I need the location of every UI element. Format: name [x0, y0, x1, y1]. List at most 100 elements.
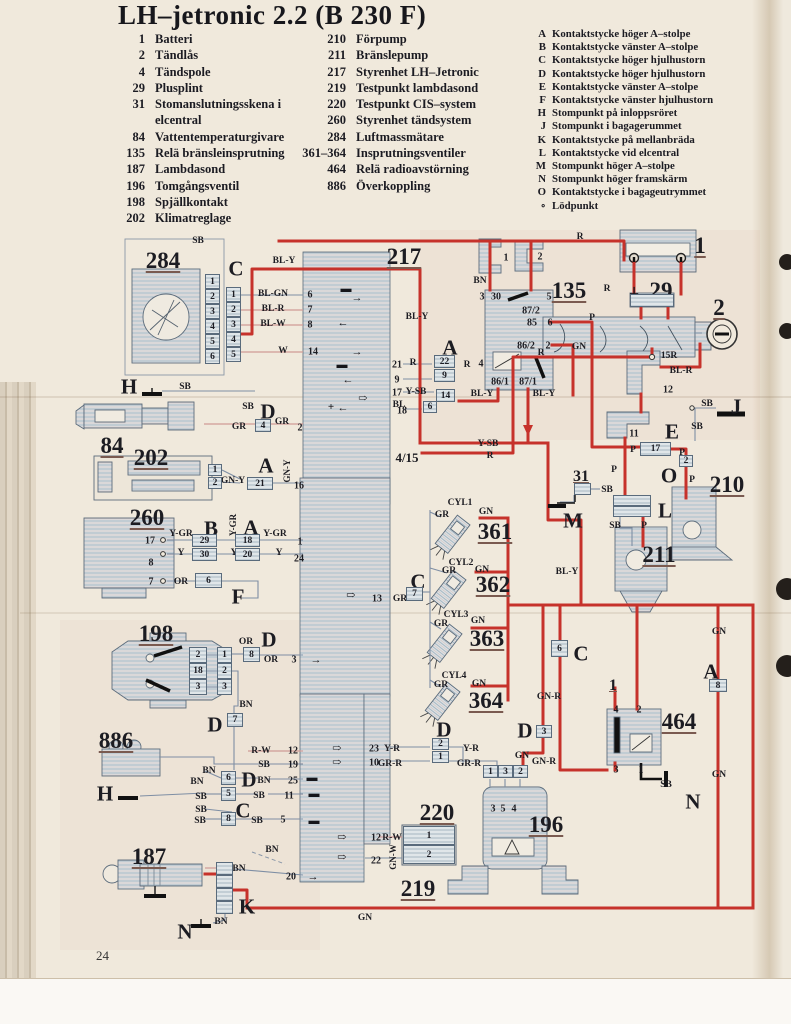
- diagram-label: BL-R: [669, 366, 693, 376]
- diagram-label: BN: [214, 917, 228, 927]
- diagram-label: R: [463, 360, 471, 370]
- pin-box: 3: [217, 679, 232, 695]
- diagram-label: D: [241, 767, 257, 792]
- diagram-label: GR: [433, 619, 449, 629]
- diagram-label: SB: [660, 780, 672, 790]
- legend-item: 31 Stomanslutningsskena i elcentral: [103, 96, 303, 129]
- legend-item-label: Kontaktstycke höger hjulhustorn: [552, 67, 706, 80]
- diagram-label: BL-GN: [257, 289, 289, 299]
- diagram-label: 18: [397, 405, 407, 417]
- diagram-label: 364: [468, 688, 504, 713]
- legend-item-number: 202: [126, 211, 145, 226]
- diagram-label: →: [310, 654, 322, 666]
- legend-item-number: 217: [327, 64, 346, 79]
- diagram-label: SB: [609, 521, 621, 531]
- diagram-label: SB: [253, 791, 265, 801]
- fuel-pump-211: [614, 526, 668, 613]
- legend-item-label: Kontaktstycke på mellanbräda: [552, 133, 695, 146]
- diagram-label: R: [603, 284, 611, 294]
- legend-item-number: 196: [126, 178, 145, 193]
- page-number: 24: [96, 948, 109, 963]
- diagram-label: 3: [291, 654, 297, 666]
- diagram-label: 5: [280, 814, 286, 826]
- diagram-label: 87/1: [519, 376, 537, 388]
- legend-item-number: L: [538, 146, 546, 159]
- diagram-label: 1: [638, 764, 644, 776]
- legend-item-label: Tändlås: [155, 48, 199, 63]
- pin-box: 2: [205, 289, 220, 304]
- diagram-label: ←: [337, 317, 349, 329]
- diagram-label: H: [120, 374, 138, 399]
- legend-item-label: Styrenhet tändsystem: [356, 113, 472, 128]
- legend-item-label: Överkoppling: [356, 178, 431, 193]
- diagram-label: D: [517, 718, 533, 743]
- diagram-label: F: [231, 584, 245, 609]
- legend-item-number: 886: [327, 178, 346, 193]
- diagram-label: SB: [194, 816, 206, 826]
- legend-item-label: Stomanslutningsskena i elcentral: [155, 97, 282, 128]
- diagram-label: GN: [471, 679, 487, 689]
- red-arrowhead: [523, 425, 533, 436]
- diagram-label: 13: [372, 593, 382, 605]
- solder-points: [160, 353, 695, 584]
- pin-box: 29: [192, 534, 217, 547]
- pin-box: 5: [205, 334, 220, 349]
- diagram-label: GR: [433, 680, 449, 690]
- diagram-label: Y: [177, 548, 185, 558]
- ground-symbols: [118, 257, 745, 928]
- diagram-label: ⇨: [337, 851, 347, 864]
- legend-item-label: Kontaktstycke vänster A–stolpe: [552, 41, 699, 54]
- diagram-label: +: [327, 401, 335, 413]
- legend-item-label: Stompunkt höger A–stolpe: [552, 160, 675, 173]
- diagram-label: 5: [500, 803, 506, 815]
- diagram-label: 17: [145, 535, 155, 547]
- legend-item-number: 31: [132, 97, 146, 112]
- legend-item-label: Insprutningsventiler: [356, 146, 466, 161]
- signal-wire-dashed: [251, 851, 286, 865]
- legend-item-label: Relä bränsleinsprutning: [155, 146, 285, 161]
- legend-item-number: 464: [327, 162, 346, 177]
- diagram-label: 363: [469, 626, 505, 651]
- diagram-label: 15R: [660, 351, 678, 361]
- pin-box: 2: [679, 455, 693, 467]
- diagram-label: GN: [474, 565, 490, 575]
- diagram-label: OR: [238, 637, 254, 647]
- legend-item-number: F: [539, 94, 546, 107]
- pin-box: 8: [243, 647, 260, 662]
- diagram-label: CYL2: [448, 558, 474, 568]
- pin-box: 2: [403, 845, 455, 864]
- diagram-label: C: [235, 798, 251, 823]
- diagram-label: 284: [145, 248, 181, 273]
- legend-item: 886 Överkoppling: [296, 178, 526, 194]
- diagram-label: BN: [473, 276, 487, 286]
- legend-item-number: 219: [327, 80, 346, 95]
- test-point-220: [401, 824, 457, 866]
- pin-box: 5: [221, 787, 236, 801]
- diagram-label: 220: [419, 800, 455, 825]
- diagram-label: Y-R: [462, 744, 480, 754]
- diagram-label: BN: [232, 864, 246, 874]
- diagram-label: P: [641, 521, 647, 531]
- legend-item-label: Tändspole: [155, 64, 211, 79]
- diagram-label: Y-GR: [169, 529, 193, 539]
- diagram-label: 217: [386, 244, 422, 269]
- diagram-label: CYL3: [443, 610, 469, 620]
- pin-box: 3: [498, 765, 513, 778]
- diagram-label: GN: [470, 616, 486, 626]
- legend-item: L Kontaktstycke vid elcentral: [533, 147, 783, 160]
- diagram-label: P: [630, 445, 636, 455]
- legend-item-label: Kontaktstycke vid elcentral: [552, 146, 680, 159]
- pin-box: 20: [235, 548, 260, 561]
- legend-item-label: Kontaktstycke i bagageutrymmet: [552, 186, 707, 199]
- diagram-label: 210: [709, 472, 745, 497]
